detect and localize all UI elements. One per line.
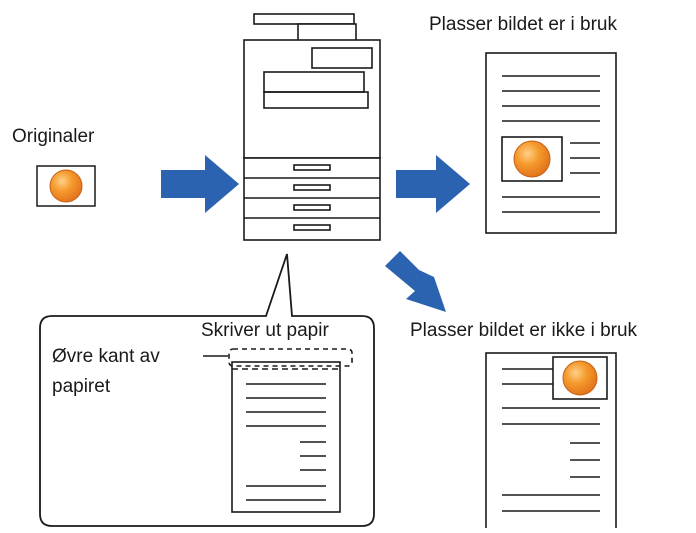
original-document — [36, 165, 96, 207]
top-edge-label-line2: papiret — [52, 376, 111, 397]
printed-paper-icon — [228, 348, 353, 513]
placement-on-label: Plasser bildet er i bruk — [429, 14, 617, 35]
output-page-placement-on — [485, 52, 617, 234]
printing-paper-label: Skriver ut papir — [201, 320, 329, 341]
copier-machine-icon — [243, 13, 381, 241]
arrow-to-placement-on-icon — [396, 155, 470, 213]
image-circle-icon — [562, 360, 598, 396]
arrow-to-machine-icon — [161, 155, 239, 213]
originals-label: Originaler — [12, 126, 95, 147]
top-edge-label-line1: Øvre kant av — [52, 346, 160, 367]
image-circle-icon — [49, 169, 83, 203]
image-circle-icon — [513, 140, 551, 178]
placement-off-label: Plasser bildet er ikke i bruk — [410, 320, 638, 341]
arrow-to-placement-off-icon — [385, 251, 446, 312]
